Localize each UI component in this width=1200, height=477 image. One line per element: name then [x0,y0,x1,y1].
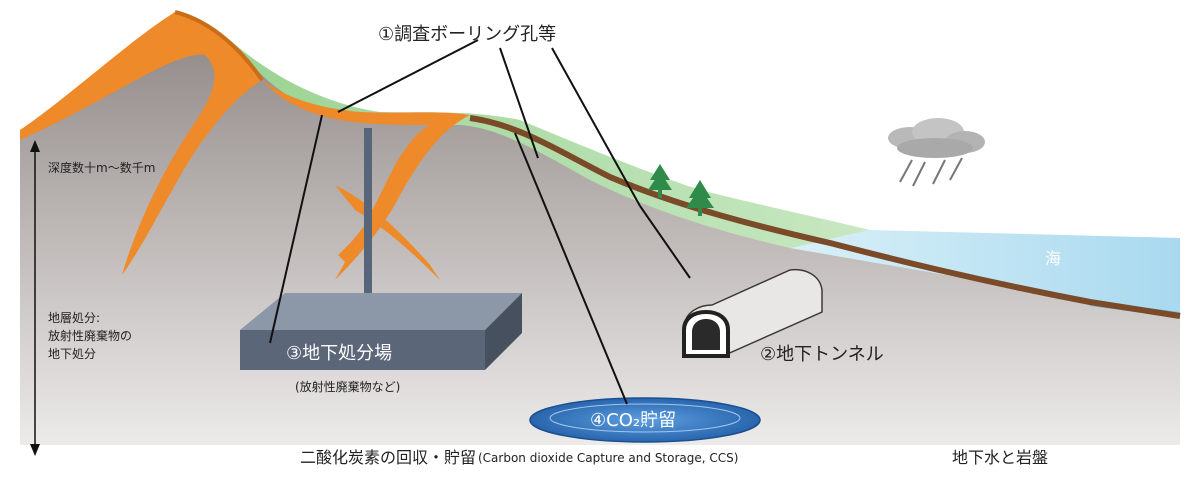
co2-reservoir [529,397,761,443]
tunnel-opening [692,319,720,350]
geo-disposal-line-3: 地下処分 [48,347,96,361]
orange-rock-cross [335,185,440,280]
disposal-site-top [240,293,522,330]
cloud-rain-icon [888,118,985,187]
rock-cross-section [20,18,1180,445]
orange-rock-layer [20,12,262,275]
disposal-site-label: ③地下処分場 [286,343,392,364]
borehole-shaft [364,128,372,308]
co2-label: ④CO₂貯留 [590,410,676,431]
ccs-label-ja: 二酸化炭素の回収・貯留 [300,448,476,467]
orange-layer-highlight [174,10,264,82]
boring-label: ①調査ボーリング孔等 [378,24,556,45]
tree-icon [686,180,714,216]
soil-layer [469,115,1181,319]
disposal-note-label: (放射性廃棄物など) [295,379,400,394]
depth-arrow [30,140,40,456]
groundwater-label: 地下水と岩盤 [952,448,1048,467]
ccs-label-en: (Carbon dioxide Capture and Storage, CCS… [478,451,738,465]
geo-disposal-line-2: 放射性廃棄物の [48,328,132,343]
co2-reservoir-rim [549,403,741,433]
disposal-site-side [485,293,522,370]
boring-leader-lines [269,39,691,405]
disposal-site-front [240,330,485,370]
tunnel-label: ②地下トンネル [760,344,884,365]
sea-surface [790,230,1180,312]
depth-range-label: 深度数十m〜数千m [48,160,155,175]
tree-icon [648,164,672,198]
geo-disposal-line-1: 地層処分: [48,311,100,325]
sea-label: 海 [1045,249,1061,268]
